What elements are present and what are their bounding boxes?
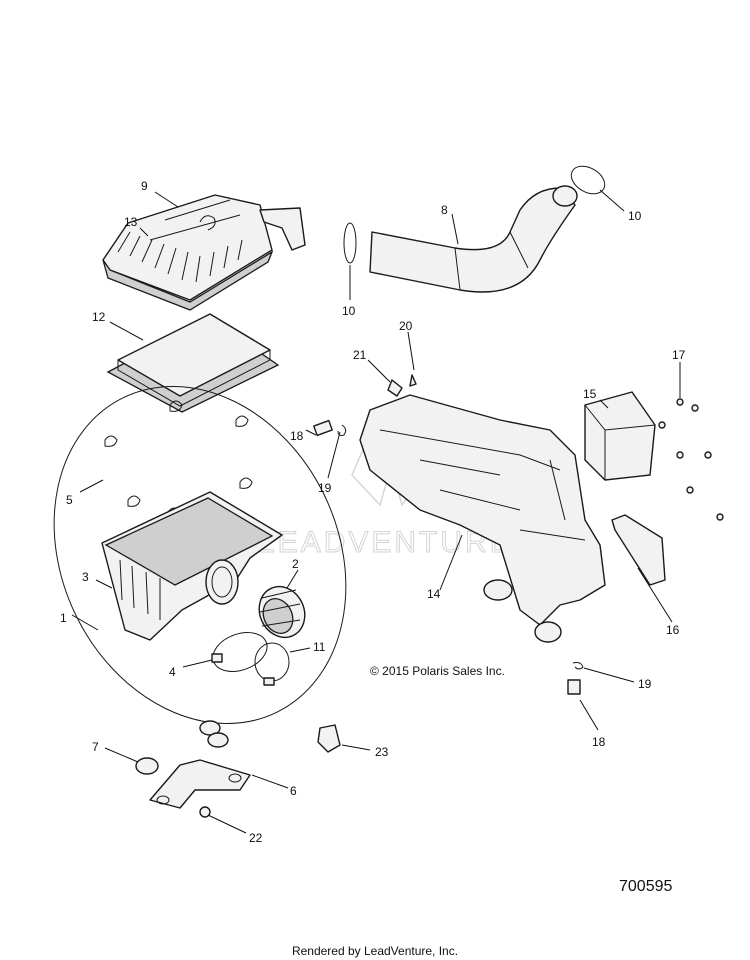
callouts: 9 13 8 10 10 12 20 21 17 15 18 19 5 2 3 … (60, 179, 686, 845)
foam-block (584, 391, 656, 481)
screw-set (658, 398, 724, 521)
watermark-text: LEADVENTURE (258, 526, 513, 559)
leader-lines (71, 189, 681, 834)
breather-fitting-upper (313, 419, 347, 437)
callout-label: 12 (92, 310, 106, 324)
grommets (135, 720, 229, 775)
duct-clamps (343, 165, 606, 264)
callout-label: 11 (313, 640, 326, 654)
callout-label: 9 (141, 179, 148, 193)
copyright-notice: © 2015 Polaris Sales Inc. (370, 664, 505, 678)
callout-label: 19 (638, 677, 652, 691)
hose-clamp (254, 642, 290, 686)
assembly-outline (53, 385, 347, 725)
bolt (199, 806, 211, 818)
diagram-number: 700595 (619, 878, 673, 895)
mounting-bracket (149, 759, 251, 809)
callout-label: 5 (66, 493, 73, 507)
callout-label: 7 (92, 740, 99, 754)
callout-label: 23 (375, 745, 389, 759)
callout-label: 19 (318, 481, 332, 495)
breather-fitting-lower (567, 662, 584, 695)
callout-label: 14 (427, 587, 441, 601)
callout-label: 16 (666, 623, 680, 637)
callout-label: 2 (292, 557, 299, 571)
callout-label: 3 (82, 570, 89, 584)
callout-label: 21 (353, 348, 367, 362)
callout-label: 6 (290, 784, 297, 798)
air-filter (106, 313, 280, 413)
intake-duct (369, 185, 578, 293)
airbox-cover (102, 194, 306, 311)
callout-label: 18 (290, 429, 304, 443)
callout-label: 13 (124, 215, 138, 229)
airbox-base (101, 491, 283, 641)
callout-label: 22 (249, 831, 263, 845)
callout-label: 17 (672, 348, 686, 362)
callout-label: 15 (583, 387, 597, 401)
callout-label: 10 (628, 209, 642, 223)
callout-label: 20 (399, 319, 413, 333)
cable-clip (317, 724, 341, 753)
callout-label: 18 (592, 735, 606, 749)
clip-set (104, 400, 253, 519)
intake-coupler (258, 585, 306, 639)
small-fasteners (387, 374, 417, 397)
callout-label: 8 (441, 203, 448, 217)
foam-pad (611, 514, 666, 586)
callout-label: 1 (60, 611, 67, 625)
footer-credit: Rendered by LeadVenture, Inc. (291, 944, 459, 958)
callout-label: 4 (169, 665, 176, 679)
hose-clamp-large (211, 632, 268, 672)
intake-manifold (359, 394, 606, 643)
callout-label: 10 (342, 304, 356, 318)
